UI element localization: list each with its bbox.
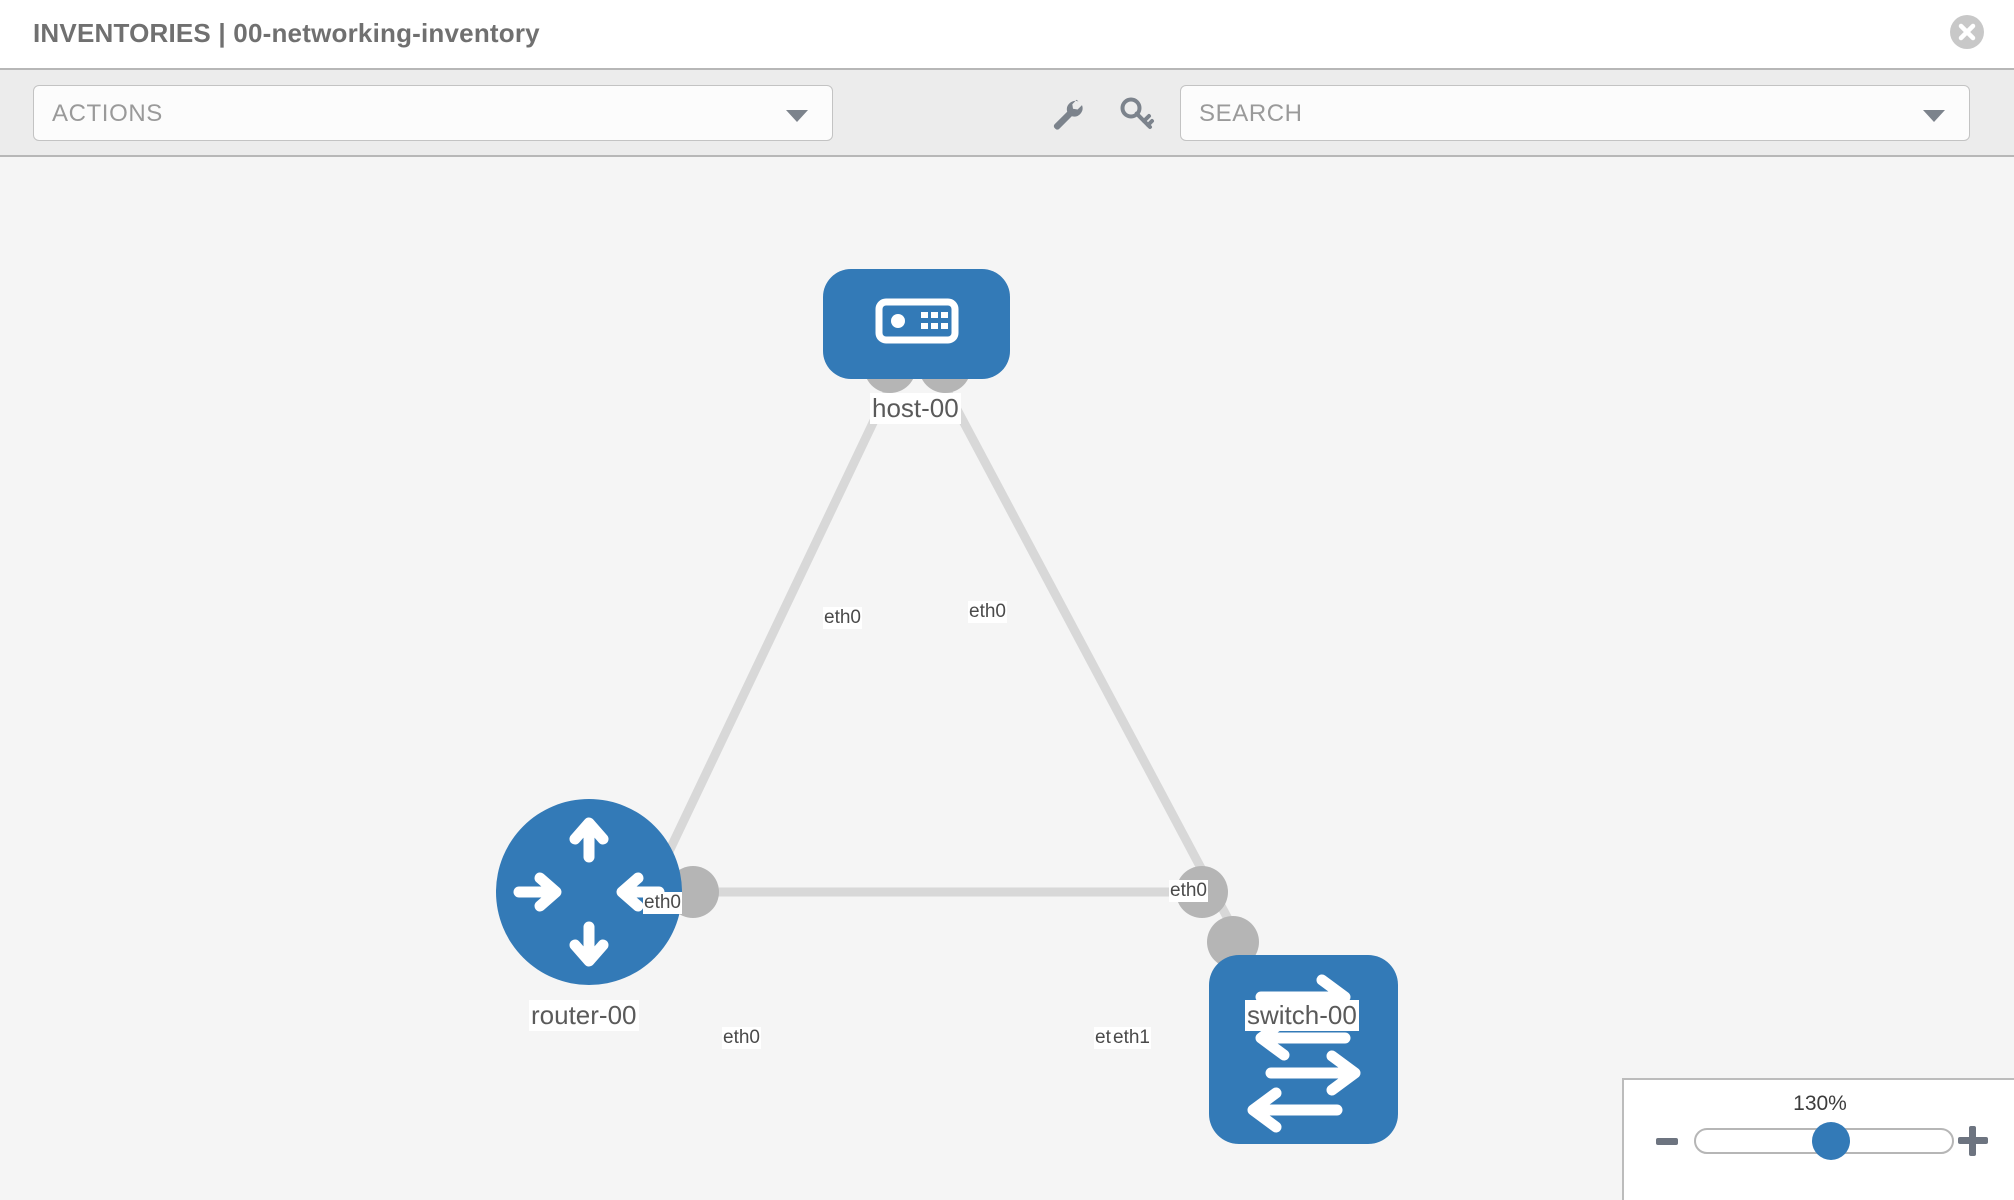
node-switch-00 xyxy=(1209,955,1398,1144)
interface-label-switch00-eth1[interactable]: eth1 xyxy=(1112,1027,1151,1049)
node-label-host-00[interactable]: host-00 xyxy=(870,393,961,424)
interface-label-host00-left[interactable]: eth0 xyxy=(823,607,862,629)
topology-endpoints xyxy=(667,341,1259,968)
key-icon[interactable] xyxy=(1118,95,1156,133)
node-router-00 xyxy=(496,799,682,985)
link-host00-router00 xyxy=(640,385,895,904)
switch-arrows-icon xyxy=(1247,974,1361,1133)
node-label-switch-00[interactable]: switch-00 xyxy=(1245,1000,1359,1031)
node-label-router-00[interactable]: router-00 xyxy=(529,1000,639,1031)
topology-links xyxy=(640,384,1239,935)
server-device-icon xyxy=(875,298,959,344)
zoom-slider-thumb[interactable] xyxy=(1811,1122,1850,1160)
topology-svg xyxy=(496,269,1398,1144)
wrench-icon[interactable] xyxy=(1048,95,1086,133)
topology-canvas[interactable]: host-00 router-00 switch-00 eth0 eth0 et… xyxy=(0,157,2014,1200)
router-four-arrows-icon xyxy=(513,817,665,967)
interface-label-router00-uplink[interactable]: eth0 xyxy=(643,892,682,914)
page-header: INVENTORIES | 00-networking-inventory xyxy=(0,0,2014,70)
interface-label-switch00-uplink[interactable]: eth0 xyxy=(1169,880,1208,902)
page-title: INVENTORIES | 00-networking-inventory xyxy=(33,18,540,48)
interface-label-router00-eth0[interactable]: eth0 xyxy=(722,1027,761,1049)
interface-label-host00-right[interactable]: eth0 xyxy=(968,601,1007,623)
zoom-control-panel: 130% xyxy=(1622,1078,2014,1200)
chevron-down-icon[interactable] xyxy=(1923,110,1945,122)
close-icon[interactable] xyxy=(1950,15,1984,49)
actions-dropdown-label: ACTIONS xyxy=(52,100,163,127)
node-host-00 xyxy=(823,269,1010,379)
search-input[interactable]: SEARCH xyxy=(1180,85,1970,141)
plus-icon[interactable] xyxy=(1958,1126,1988,1156)
chevron-down-icon xyxy=(786,110,808,122)
minus-icon[interactable] xyxy=(1656,1138,1678,1145)
search-placeholder: SEARCH xyxy=(1199,100,1303,127)
zoom-level-value: 130% xyxy=(1793,1092,1847,1115)
link-host00-switch00 xyxy=(941,384,1239,935)
actions-dropdown[interactable]: ACTIONS xyxy=(33,85,833,141)
toolbar: ACTIONS SEARCH xyxy=(0,70,2014,157)
